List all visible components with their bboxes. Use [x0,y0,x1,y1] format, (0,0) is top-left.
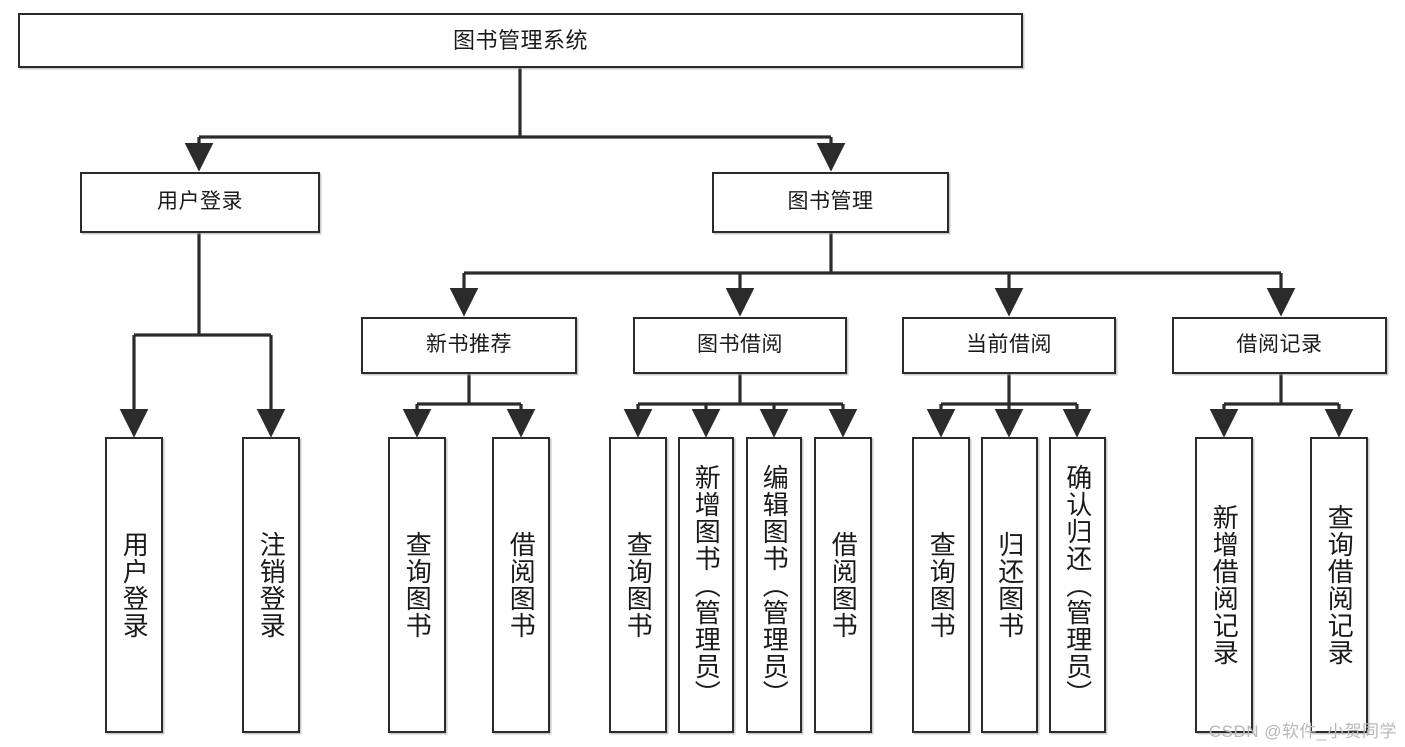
node-leaf-query-book-3-label: 查询图书 [926,531,957,639]
node-new-book-recommend[interactable]: 新书推荐 [361,317,577,374]
node-leaf-query-book-2[interactable]: 查询图书 [609,437,667,733]
node-book-borrow-label: 图书借阅 [697,333,783,357]
node-root-label: 图书管理系统 [452,27,588,53]
node-leaf-edit-book[interactable]: 编辑图书（管理员） [746,437,802,733]
node-leaf-edit-book-label: 编辑图书（管理员） [759,463,790,707]
node-leaf-query-book-3[interactable]: 查询图书 [912,437,970,733]
node-leaf-logout-label: 注销登录 [256,531,287,639]
node-leaf-return-book[interactable]: 归还图书 [981,437,1038,733]
node-root[interactable]: 图书管理系统 [18,13,1023,68]
node-leaf-user-login[interactable]: 用户登录 [105,437,163,733]
node-leaf-add-record-label: 新增借阅记录 [1209,504,1240,666]
node-book-manage-label: 图书管理 [787,190,874,214]
node-book-borrow[interactable]: 图书借阅 [633,317,847,374]
node-new-book-recommend-label: 新书推荐 [426,333,512,357]
node-leaf-add-record[interactable]: 新增借阅记录 [1195,437,1253,733]
node-leaf-borrow-book-1[interactable]: 借阅图书 [492,437,550,733]
node-book-manage[interactable]: 图书管理 [712,172,949,233]
node-leaf-user-login-label: 用户登录 [119,531,150,639]
node-leaf-borrow-book-1-label: 借阅图书 [506,531,537,639]
node-user-login[interactable]: 用户登录 [80,172,320,233]
node-leaf-return-book-label: 归还图书 [994,531,1025,639]
node-leaf-add-book-label: 新增图书（管理员） [691,463,722,707]
node-leaf-confirm-return-label: 确认归还（管理员） [1062,463,1093,707]
node-leaf-logout[interactable]: 注销登录 [242,437,300,733]
node-leaf-query-record-label: 查询借阅记录 [1324,504,1355,666]
node-leaf-query-book-2-label: 查询图书 [623,531,654,639]
node-borrow-record[interactable]: 借阅记录 [1172,317,1387,374]
node-leaf-borrow-book-2-label: 借阅图书 [828,531,859,639]
node-leaf-query-record[interactable]: 查询借阅记录 [1310,437,1368,733]
node-leaf-query-book-1-label: 查询图书 [402,531,433,639]
node-user-login-label: 用户登录 [157,190,243,214]
node-leaf-query-book-1[interactable]: 查询图书 [388,437,446,733]
node-leaf-confirm-return[interactable]: 确认归还（管理员） [1049,437,1106,733]
node-current-borrow[interactable]: 当前借阅 [902,317,1116,374]
node-borrow-record-label: 借阅记录 [1236,333,1323,357]
node-current-borrow-label: 当前借阅 [966,333,1052,357]
node-leaf-borrow-book-2[interactable]: 借阅图书 [814,437,872,733]
node-leaf-add-book[interactable]: 新增图书（管理员） [678,437,734,733]
